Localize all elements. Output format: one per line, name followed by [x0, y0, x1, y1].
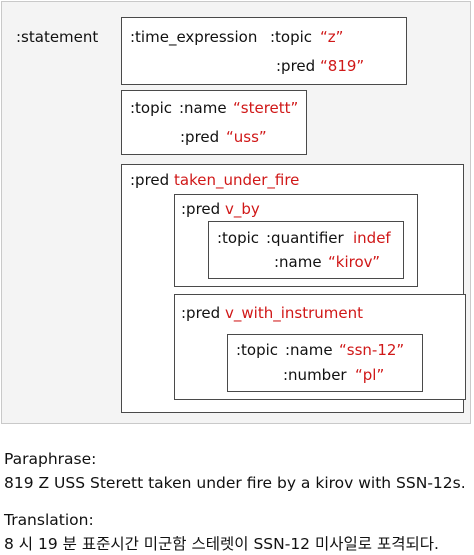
- instrument-box: :pred v_with_instrument :topic :name “ss…: [174, 294, 466, 400]
- kirov-name-feature: :name: [274, 253, 322, 271]
- avm-frame: :statement :time_expression :topic “z” :…: [1, 1, 471, 424]
- kirov-name-value: “kirov”: [328, 253, 381, 271]
- paraphrase-heading: Paraphrase:: [4, 450, 97, 468]
- fire-pred-value: taken_under_fire: [174, 171, 300, 189]
- ssn-box: :topic :name “ssn-12” :number “pl”: [227, 334, 423, 392]
- ssn-name-value: “ssn-12”: [339, 341, 405, 359]
- fire-pred-feature: :pred: [130, 171, 170, 189]
- instrument-pred-feature: :pred: [181, 304, 221, 322]
- time-topic-value: “z”: [320, 28, 344, 46]
- sterett-name-feature: :name: [179, 99, 227, 117]
- instrument-pred-value: v_with_instrument: [225, 304, 363, 322]
- sterett-pred-feature: :pred: [180, 128, 220, 146]
- statement-label: :statement: [16, 28, 99, 46]
- taken-under-fire-box: :pred taken_under_fire :pred v_by :topic…: [121, 164, 466, 413]
- time-pred-feature: :pred: [276, 57, 316, 75]
- sterett-pred-value: “uss”: [226, 128, 267, 146]
- by-pred-value: v_by: [225, 200, 260, 218]
- translation-text: 8 시 19 분 표준시간 미군함 스테렛이 SSN-12 미사일로 포격되다.: [4, 535, 439, 553]
- sterett-name-value: “sterett”: [233, 99, 299, 117]
- sterett-topic-feature: :topic: [130, 99, 173, 117]
- sterett-box: :topic :name “sterett” :pred “uss”: [121, 90, 307, 155]
- kirov-quantifier-feature: :quantifier: [266, 229, 344, 247]
- ssn-name-feature: :name: [285, 341, 333, 359]
- time-expression-box: :time_expression :topic “z” :pred “819”: [121, 17, 407, 85]
- translation-heading: Translation:: [4, 511, 94, 529]
- kirov-topic-feature: :topic: [217, 229, 260, 247]
- ssn-number-value: “pl”: [355, 366, 385, 384]
- by-box: :pred v_by :topic :quantifier indef :nam…: [174, 194, 418, 287]
- kirov-box: :topic :quantifier indef :name “kirov”: [208, 221, 404, 279]
- ssn-number-feature: :number: [283, 366, 347, 384]
- paraphrase-text: 819 Z USS Sterett taken under fire by a …: [4, 474, 466, 492]
- by-pred-feature: :pred: [181, 200, 221, 218]
- time-expression-feature: :time_expression: [130, 28, 258, 46]
- time-pred-value: “819”: [320, 57, 365, 75]
- kirov-quantifier-value: indef: [353, 229, 391, 247]
- ssn-topic-feature: :topic: [236, 341, 279, 359]
- time-topic-feature: :topic: [270, 28, 313, 46]
